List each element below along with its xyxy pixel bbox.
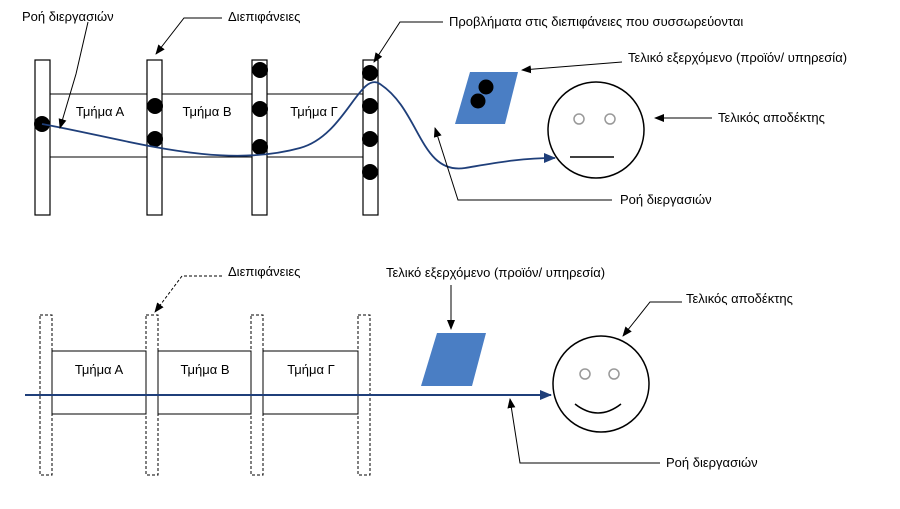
product-defect-dot [478,79,494,95]
top-interface-wall-3 [251,59,268,216]
callout-arrow [507,398,660,464]
bottom-end-product-label: Τελικό εξερχόμενο (προϊόν/ υπηρεσία) [386,265,605,280]
top-process-flow-label-left: Ροή διεργασιών [22,9,114,24]
problem-dot [362,65,378,81]
product-defect-dot [470,93,486,109]
callout-arrow [373,21,443,63]
problem-dot [147,131,163,147]
bottom-department-b: Τμήμα Β [181,362,230,377]
bottom-department-box-c [262,350,359,415]
top-process-flow-line [41,81,556,170]
problem-dot [252,139,268,155]
top-interface-wall-1 [34,59,51,216]
callout-arrow [521,61,623,74]
top-diagram: Τμήμα Α Τμήμα Β Τμήμα Γ Ροή διεργασιών Δ… [22,9,847,216]
bottom-product-icon [421,333,486,386]
problem-dot [252,62,268,78]
bottom-customer-face-icon [552,335,650,433]
callout-arrow [433,127,612,201]
top-process-flow-label-right: Ροή διεργασιών [620,192,712,207]
problem-dot [362,98,378,114]
bottom-process-flow-label: Ροή διεργασιών [666,455,758,470]
top-problems-label: Προβλήματα στις διεπιφάνειες που συσσωρε… [449,14,743,29]
problem-dot [252,101,268,117]
bottom-end-customer-label: Τελικός αποδέκτης [686,291,793,306]
problem-dot [362,131,378,147]
bottom-department-box-a [51,350,147,415]
bottom-interfaces-label: Διεπιφάνειες [228,264,300,279]
callout-arrow [154,275,222,313]
callout-arrow [622,301,682,337]
top-customer-face-icon [547,81,645,179]
top-interfaces-label: Διεπιφάνειες [228,9,300,24]
problem-dot [362,164,378,180]
top-end-product-label: Τελικό εξερχόμενο (προϊόν/ υπηρεσία) [628,50,847,65]
top-department-b: Τμήμα Β [183,104,232,119]
top-department-c: Τμήμα Γ [290,104,338,119]
top-department-a: Τμήμα Α [76,104,125,119]
bottom-department-box-b [157,350,252,415]
top-product-icon [455,72,518,124]
bottom-department-c: Τμήμα Γ [287,362,335,377]
callout-arrow [58,21,89,129]
callout-arrow [155,17,222,55]
top-end-customer-label: Τελικός αποδέκτης [718,110,825,125]
problem-dot [147,98,163,114]
bottom-diagram: Τμήμα Α Τμήμα Β Τμήμα Γ Διεπιφάνειες Τελ… [25,264,793,476]
bottom-department-a: Τμήμα Α [75,362,124,377]
